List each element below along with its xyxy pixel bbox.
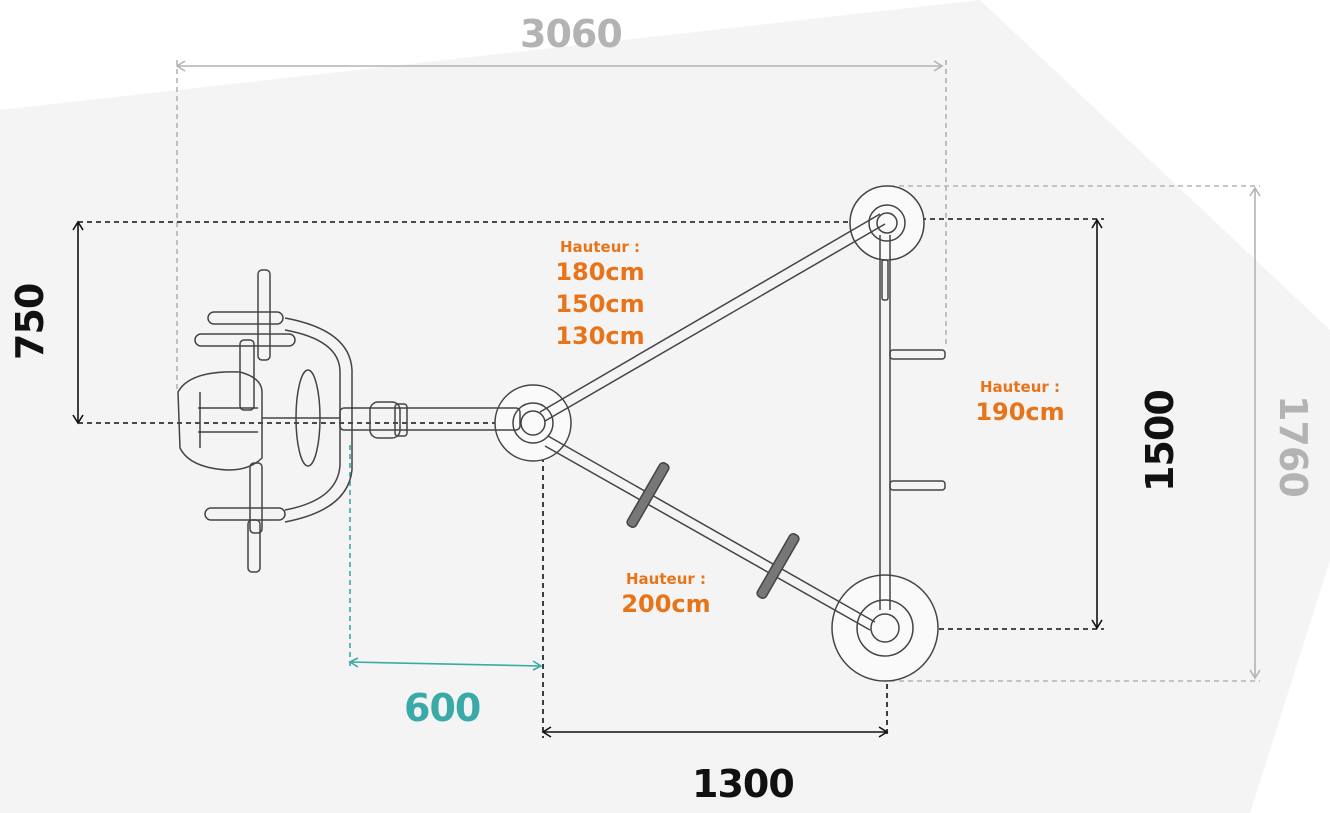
equipment-outline: [177, 185, 946, 682]
dimension-3060-lines: [175, 60, 947, 390]
dim-1760-label: 1760: [1271, 395, 1315, 497]
height-top-value-2: 150cm: [555, 290, 645, 318]
height-right-label: Hauteur :: [980, 378, 1060, 396]
dim-750-label: 750: [8, 283, 52, 360]
dim-1300-label: 1300: [692, 762, 795, 806]
height-top-value-1: 180cm: [555, 258, 645, 286]
dim-3060-label: 3060: [520, 12, 623, 56]
height-right-bar: Hauteur : 190cm: [960, 378, 1080, 428]
dim-600-label: 600: [404, 686, 481, 730]
height-right-value: 190cm: [975, 398, 1065, 426]
dim-1500-label: 1500: [1138, 390, 1182, 492]
dimension-750-lines: [72, 220, 882, 425]
height-bottom-label: Hauteur :: [626, 570, 706, 588]
dimension-1760-lines: [890, 185, 1261, 682]
height-top-label: Hauteur :: [560, 238, 640, 256]
height-bottom-value: 200cm: [621, 590, 711, 618]
height-top-value-3: 130cm: [555, 322, 645, 350]
height-top-bar: Hauteur : 180cm 150cm 130cm: [540, 238, 660, 352]
height-bottom-bar: Hauteur : 200cm: [606, 570, 726, 620]
